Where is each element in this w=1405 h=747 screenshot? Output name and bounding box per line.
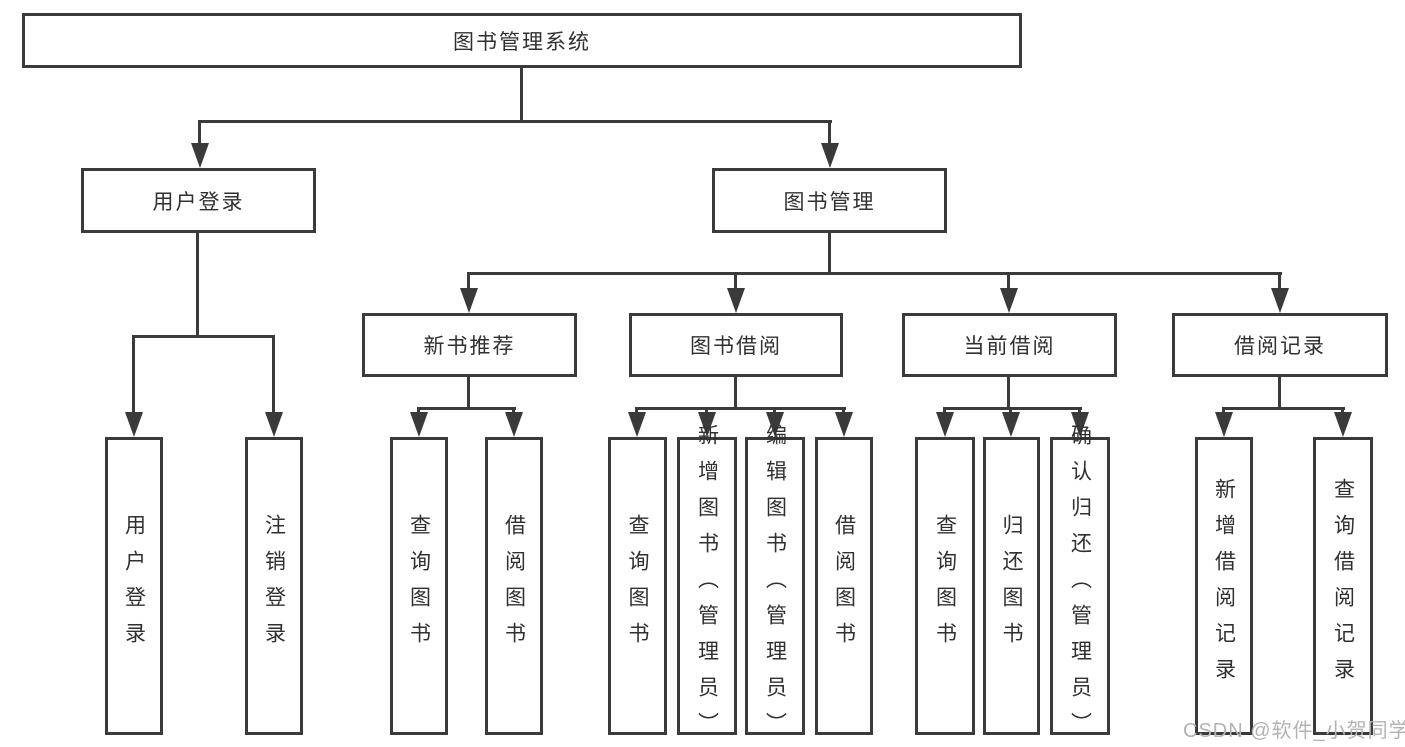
arrow-down-icon	[265, 412, 283, 437]
leaf-borrow-books-bookborrow: 借阅图书	[815, 437, 873, 735]
connector-bookborrow-stub-3	[773, 407, 776, 415]
connector-bookmgmt-stub-3	[1007, 272, 1010, 291]
node-borrow-records: 借阅记录	[1172, 313, 1388, 377]
node-user-login-label: 用户登录	[152, 190, 245, 214]
leaf-borrow-books-label: 借阅图书	[832, 514, 856, 658]
arrow-down-icon	[698, 412, 716, 437]
leaf-edit-books-admin: 编辑图书（管理员）	[745, 424, 805, 747]
arrow-down-icon	[835, 412, 853, 437]
node-borrow-records-label: 借阅记录	[1234, 335, 1326, 358]
connector-currentborrow-stem	[1007, 377, 1010, 409]
csdn-watermark: CSDN @软件_小贺同学	[1183, 720, 1405, 742]
connector-bookborrow-stub-2	[705, 407, 708, 415]
connector-userlogin-split	[132, 335, 275, 338]
arrow-down-icon	[628, 412, 646, 437]
node-current-borrow: 当前借阅	[902, 313, 1117, 377]
connector-bookborrow-stem	[734, 377, 737, 409]
connector-borrowrecords-stem	[1278, 377, 1281, 409]
leaf-user-login-label: 用户登录	[122, 514, 146, 658]
leaf-logout-label: 注销登录	[262, 514, 286, 658]
leaf-query-books-bookborrow: 查询图书	[608, 437, 667, 735]
arrow-down-icon	[1215, 412, 1233, 437]
connector-newbooks-stub-2	[512, 407, 515, 415]
leaf-query-borrow-record: 查询借阅记录	[1313, 437, 1373, 735]
connector-currentborrow-stub-1	[943, 407, 946, 415]
connector-currentborrow-stub-2	[1009, 407, 1012, 415]
leaf-return-books: 归还图书	[983, 437, 1040, 735]
connector-root-split	[198, 120, 832, 123]
connector-bookmgmt-stub-1	[467, 272, 470, 291]
connector-newbooks-stub-1	[417, 407, 420, 415]
connector-root-stub-right	[828, 120, 831, 146]
node-book-borrow: 图书借阅	[629, 313, 843, 377]
node-book-borrow-label: 图书借阅	[690, 335, 782, 358]
leaf-query-books-label: 查询图书	[407, 514, 431, 658]
arrow-down-icon	[821, 143, 839, 168]
node-new-book-recommend: 新书推荐	[362, 313, 577, 377]
leaf-query-books-currentborrow: 查询图书	[915, 437, 975, 735]
connector-root-stem	[520, 68, 523, 122]
connector-bookmgmt-stem	[828, 233, 831, 274]
node-new-book-recommend-label: 新书推荐	[423, 335, 516, 358]
leaf-add-borrow-record-label: 新增借阅记录	[1212, 478, 1236, 694]
connector-currentborrow-stub-3	[1078, 407, 1081, 415]
connector-currentborrow-split	[943, 407, 1082, 410]
leaf-query-books-newbooks: 查询图书	[390, 437, 448, 735]
leaf-query-books-label: 查询图书	[933, 514, 957, 658]
connector-bookmgmt-split	[467, 272, 1282, 275]
arrow-down-icon	[766, 412, 784, 437]
arrow-down-icon	[505, 412, 523, 437]
leaf-return-books-label: 归还图书	[1000, 514, 1023, 658]
connector-root-stub-left	[198, 120, 201, 146]
connector-bookmgmt-stub-2	[734, 272, 737, 291]
arrow-down-icon	[727, 288, 745, 313]
connector-bookborrow-split	[635, 407, 846, 410]
leaf-add-books-admin-label: 新增图书（管理员）	[695, 424, 719, 747]
arrow-down-icon	[1071, 412, 1089, 437]
arrow-down-icon	[936, 412, 954, 437]
arrow-down-icon	[410, 412, 428, 437]
connector-newbooks-stem	[467, 377, 470, 409]
leaf-user-login: 用户登录	[105, 437, 163, 735]
arrow-down-icon	[1002, 412, 1020, 437]
arrow-down-icon	[191, 143, 209, 168]
leaf-edit-books-admin-label: 编辑图书（管理员）	[763, 424, 787, 747]
node-book-management-label: 图书管理	[783, 190, 876, 214]
connector-borrowrecords-split	[1222, 407, 1345, 410]
connector-borrowrecords-stub-1	[1222, 407, 1225, 415]
leaf-confirm-return-admin: 确认归还（管理员）	[1050, 424, 1110, 747]
node-root: 图书管理系统	[22, 13, 1022, 68]
connector-bookborrow-stub-1	[635, 407, 638, 415]
leaf-borrow-books-newbooks: 借阅图书	[485, 437, 543, 735]
arrow-down-icon	[460, 288, 478, 313]
node-user-login: 用户登录	[81, 168, 316, 233]
connector-borrowrecords-stub-2	[1341, 407, 1344, 415]
arrow-down-icon	[1000, 288, 1018, 313]
node-root-label: 图书管理系统	[453, 30, 591, 54]
connector-bookmgmt-stub-4	[1278, 272, 1281, 291]
connector-bookborrow-stub-4	[842, 407, 845, 415]
node-book-management: 图书管理	[712, 168, 947, 233]
connector-newbooks-split	[417, 407, 516, 410]
arrow-down-icon	[125, 412, 143, 437]
arrow-down-icon	[1334, 412, 1352, 437]
connector-userlogin-stub-right	[272, 335, 275, 414]
connector-userlogin-stub-left	[132, 335, 135, 414]
leaf-borrow-books-label: 借阅图书	[502, 514, 526, 658]
leaf-add-books-admin: 新增图书（管理员）	[677, 424, 737, 747]
leaf-add-borrow-record: 新增借阅记录	[1195, 437, 1253, 735]
leaf-logout: 注销登录	[245, 437, 303, 735]
arrow-down-icon	[1271, 288, 1289, 313]
leaf-confirm-return-admin-label: 确认归还（管理员）	[1068, 424, 1092, 747]
leaf-query-books-label: 查询图书	[626, 514, 649, 658]
node-current-borrow-label: 当前借阅	[963, 335, 1056, 358]
leaf-query-borrow-record-label: 查询借阅记录	[1331, 478, 1355, 694]
connector-userlogin-stem	[196, 233, 199, 337]
